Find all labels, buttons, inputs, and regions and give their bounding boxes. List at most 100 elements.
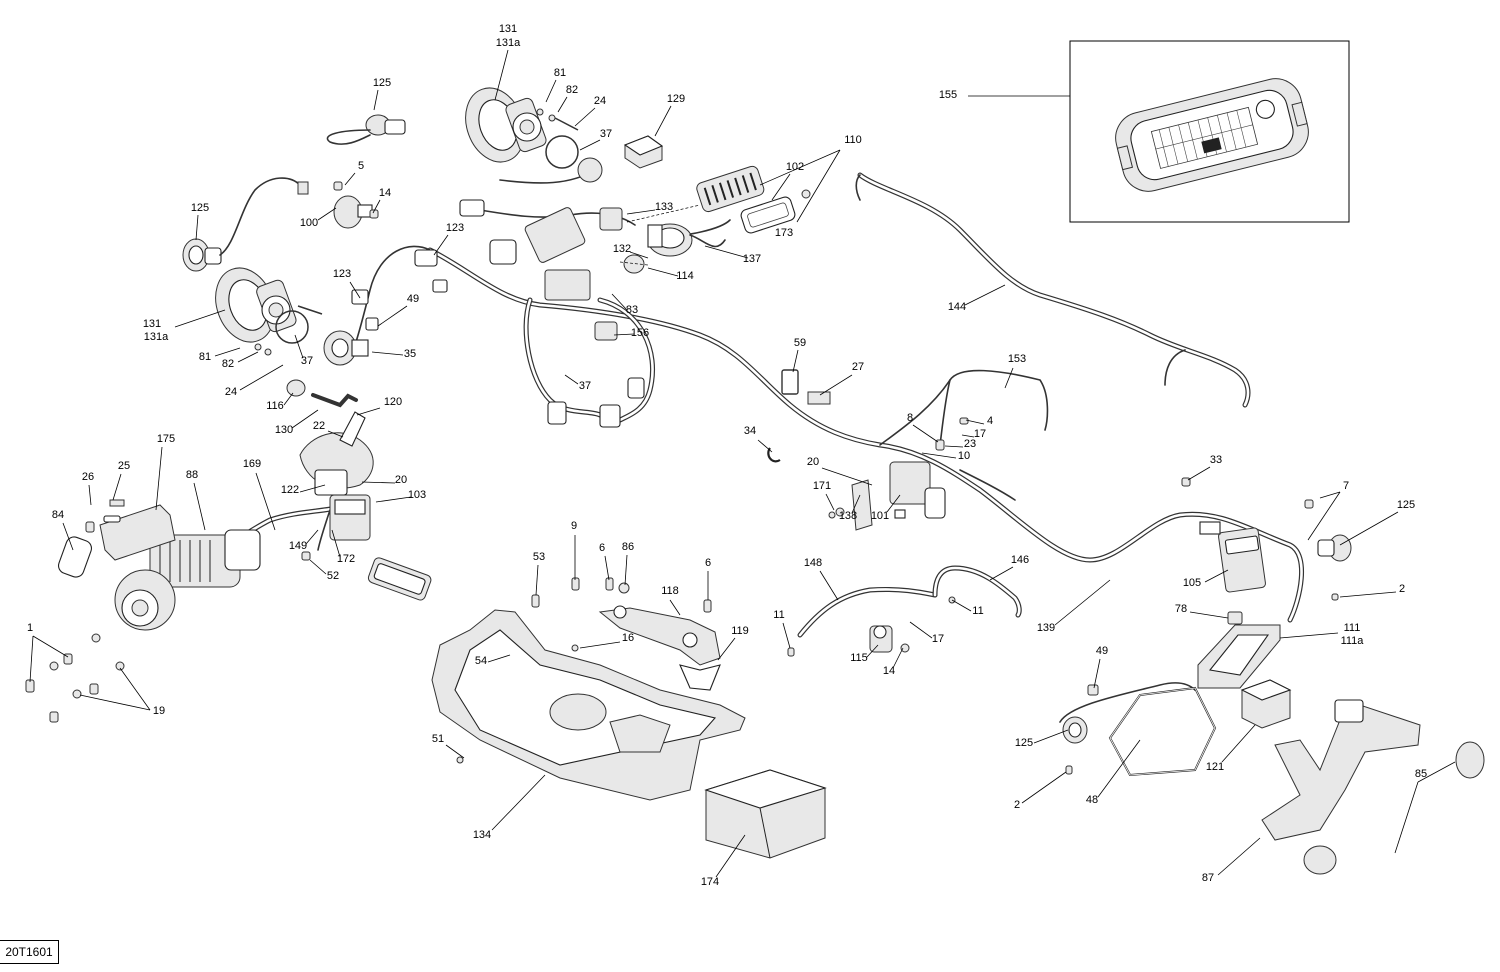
leader-line-l130 (291, 409, 319, 429)
leader-line-l83 (611, 293, 628, 311)
remote-172 (367, 557, 432, 601)
leader-line-l23 (944, 445, 964, 448)
part-label-l49b: 49 (1096, 645, 1108, 657)
leader-line-l11a (782, 622, 791, 649)
connector-35 (323, 330, 369, 366)
leader-line-l86 (624, 554, 628, 586)
leader-line-l82a (557, 96, 568, 113)
leader-line-l11b (951, 599, 972, 612)
part-labels: 155131131a818224371291251101025141331731… (27, 23, 1427, 888)
connector-116-130 (286, 379, 358, 408)
leader-line-l1 (29, 635, 34, 683)
part-label-l35: 35 (404, 348, 416, 360)
leader-line-l52 (309, 559, 327, 575)
leader-line-l115 (866, 644, 879, 658)
dashed-leaders (619, 204, 701, 266)
leader-line-l48 (1097, 739, 1141, 798)
leader-line-l81a (545, 79, 557, 103)
leader-line-l27 (819, 374, 853, 396)
part-label-l101: 101 (871, 510, 889, 522)
leader-line-l8 (912, 424, 939, 443)
leader-line-l132 (629, 251, 649, 259)
part-label-l14b: 14 (883, 665, 895, 677)
leader-line-l148 (819, 570, 839, 601)
part-label-l10: 10 (958, 450, 970, 462)
horn-100 (333, 195, 373, 229)
part-label-l118: 118 (661, 585, 679, 597)
part-label-l24a: 24 (594, 95, 606, 107)
winch-switch-120 (299, 411, 374, 496)
part-label-l11a: 11 (773, 609, 784, 621)
part-label-l26: 26 (82, 471, 94, 483)
part-label-l153: 153 (1008, 353, 1026, 365)
part-label-l125d: 125 (1015, 737, 1033, 749)
relay-129 (623, 135, 664, 169)
leader-line-l84 (62, 522, 74, 551)
part-label-l175: 175 (157, 433, 175, 445)
leader-line-l82b (237, 351, 259, 363)
leader-line-l119 (717, 637, 736, 661)
part-label-l121: 121 (1206, 761, 1224, 773)
part-label-l27: 27 (852, 361, 864, 373)
winch-motor-88 (114, 529, 261, 631)
leader-line-l24b (239, 364, 284, 391)
part-label-l34: 34 (744, 425, 756, 437)
part-label-l20a: 20 (807, 456, 819, 468)
part-label-l51: 51 (432, 733, 444, 745)
leader-line-l85 (1394, 781, 1419, 854)
part-label-l134: 134 (473, 829, 491, 841)
part-label-l88: 88 (186, 469, 198, 481)
part-label-l81b: 81 (199, 351, 211, 363)
leader-line-l20b (361, 481, 396, 484)
part-label-l33: 33 (1210, 454, 1222, 466)
part-label-l1: 1 (27, 622, 33, 634)
leader-line-l51 (445, 744, 465, 759)
leader-line-l20a (821, 467, 873, 486)
leader-line-l125b (195, 214, 199, 241)
leader-line-l24a (574, 107, 596, 127)
leader-line-l100 (317, 207, 337, 221)
part-label-l111: 111 (1344, 622, 1361, 634)
leader-line-l49a (377, 305, 408, 327)
lamp-125-left (182, 177, 309, 272)
leader-line-l10 (921, 452, 957, 459)
part-label-l138: 138 (839, 510, 857, 522)
leader-line-l121 (1221, 724, 1256, 763)
leader-line-l5 (344, 172, 356, 186)
part-label-l122: 122 (281, 484, 299, 496)
leader-line-l37b (294, 334, 304, 359)
part-label-l8: 8 (907, 412, 913, 424)
part-label-l20b: 20 (395, 474, 407, 486)
leader-line-l137 (704, 245, 749, 259)
leader-line-l169 (255, 472, 276, 531)
part-label-l132: 132 (613, 243, 631, 255)
part-label-l149: 149 (289, 540, 307, 552)
part-label-l49a: 49 (407, 293, 419, 305)
part-label-l120: 120 (384, 396, 402, 408)
part-label-l81a: 81 (554, 67, 566, 79)
part-label-l83: 83 (626, 304, 638, 316)
leader-line-l59 (792, 349, 799, 373)
part-label-l115: 115 (850, 652, 868, 664)
part-label-l146: 146 (1011, 554, 1029, 566)
part-label-l105: 105 (1183, 577, 1201, 589)
leader-line-l4 (965, 419, 985, 425)
part-label-l174: 174 (701, 876, 719, 888)
leader-line-l2b (1021, 771, 1067, 804)
leader-line-l139 (1054, 579, 1111, 626)
battery-cables (797, 565, 1022, 638)
part-label-l17b: 17 (932, 633, 944, 645)
leader-line-l101 (886, 494, 901, 513)
leader-line-l25 (112, 473, 122, 501)
part-label-l6a: 6 (599, 542, 605, 554)
leader-line-l171 (825, 493, 835, 511)
part-label-l123b: 123 (333, 268, 351, 280)
part-label-l54: 54 (475, 655, 487, 667)
leader-line-l85-b (1417, 761, 1456, 783)
leader-line-l88 (193, 482, 206, 531)
leader-line-l131c (174, 309, 226, 328)
leader-line-l35 (371, 351, 404, 356)
leader-line-l129 (654, 105, 672, 137)
part-label-l125c: 125 (1397, 499, 1415, 511)
